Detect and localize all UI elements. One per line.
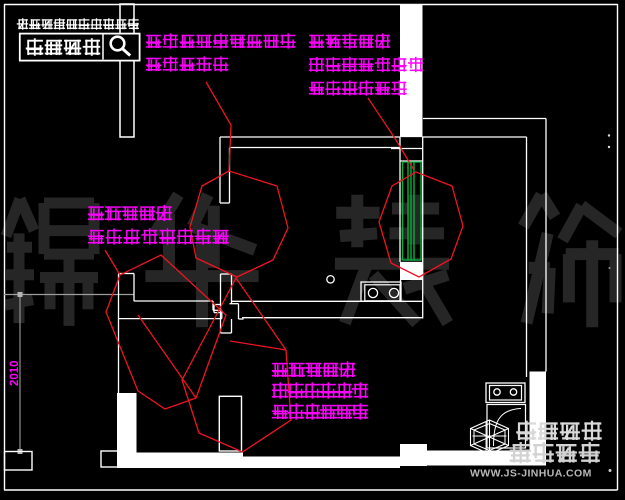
svg-text:2010: 2010 xyxy=(9,360,21,386)
svg-text:WWW.JS-JINHUA.COM: WWW.JS-JINHUA.COM xyxy=(470,468,592,480)
